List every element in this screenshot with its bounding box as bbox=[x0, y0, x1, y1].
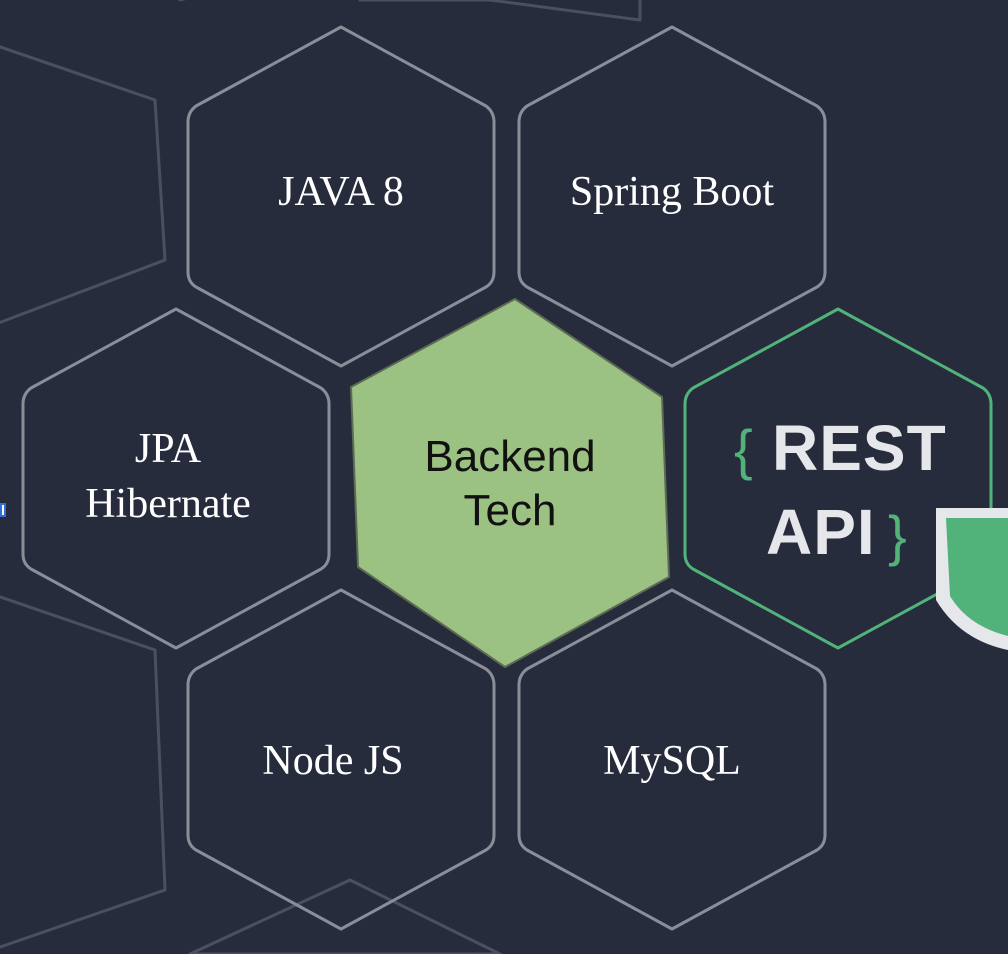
label-mysql: MySQL bbox=[519, 734, 825, 789]
label-jpa-text: JPA bbox=[134, 426, 202, 472]
hex-rest-api bbox=[683, 307, 993, 650]
hex-node-js bbox=[186, 588, 496, 931]
label-backend-text: Backend bbox=[424, 432, 596, 481]
label-java8-text: JAVA 8 bbox=[278, 169, 404, 215]
label-mysql-text: MySQL bbox=[603, 738, 741, 784]
background-hex-left-lower bbox=[0, 595, 167, 949]
label-tech-text: Tech bbox=[463, 486, 557, 535]
rest-brace-open: { bbox=[734, 418, 753, 481]
rest-brace-close: } bbox=[888, 504, 907, 567]
label-node-js: Node JS bbox=[180, 734, 486, 789]
label-jpa-hibernate: JPA Hibernate bbox=[23, 422, 313, 532]
hex-spring-boot bbox=[517, 25, 827, 368]
label-node-js-text: Node JS bbox=[262, 738, 404, 784]
label-backend-tech: Backend Tech bbox=[360, 430, 660, 538]
background-hex-left-upper bbox=[0, 45, 167, 325]
hex-jpa-hibernate bbox=[21, 307, 331, 650]
hex-mysql bbox=[517, 588, 827, 931]
rest-logo-api: API bbox=[766, 496, 876, 568]
background-hex-bottom bbox=[188, 878, 502, 954]
label-hibernate-text: Hibernate bbox=[85, 481, 251, 527]
hex-backend-tech-center bbox=[350, 298, 670, 668]
label-spring-boot: Spring Boot bbox=[519, 165, 825, 220]
label-java8: JAVA 8 bbox=[188, 165, 494, 220]
rest-logo-rest: REST bbox=[772, 412, 947, 484]
hex-java8 bbox=[186, 25, 496, 368]
label-spring-boot-text: Spring Boot bbox=[569, 169, 775, 215]
background-hex-top bbox=[358, 0, 642, 22]
selection-handle[interactable] bbox=[0, 503, 6, 517]
